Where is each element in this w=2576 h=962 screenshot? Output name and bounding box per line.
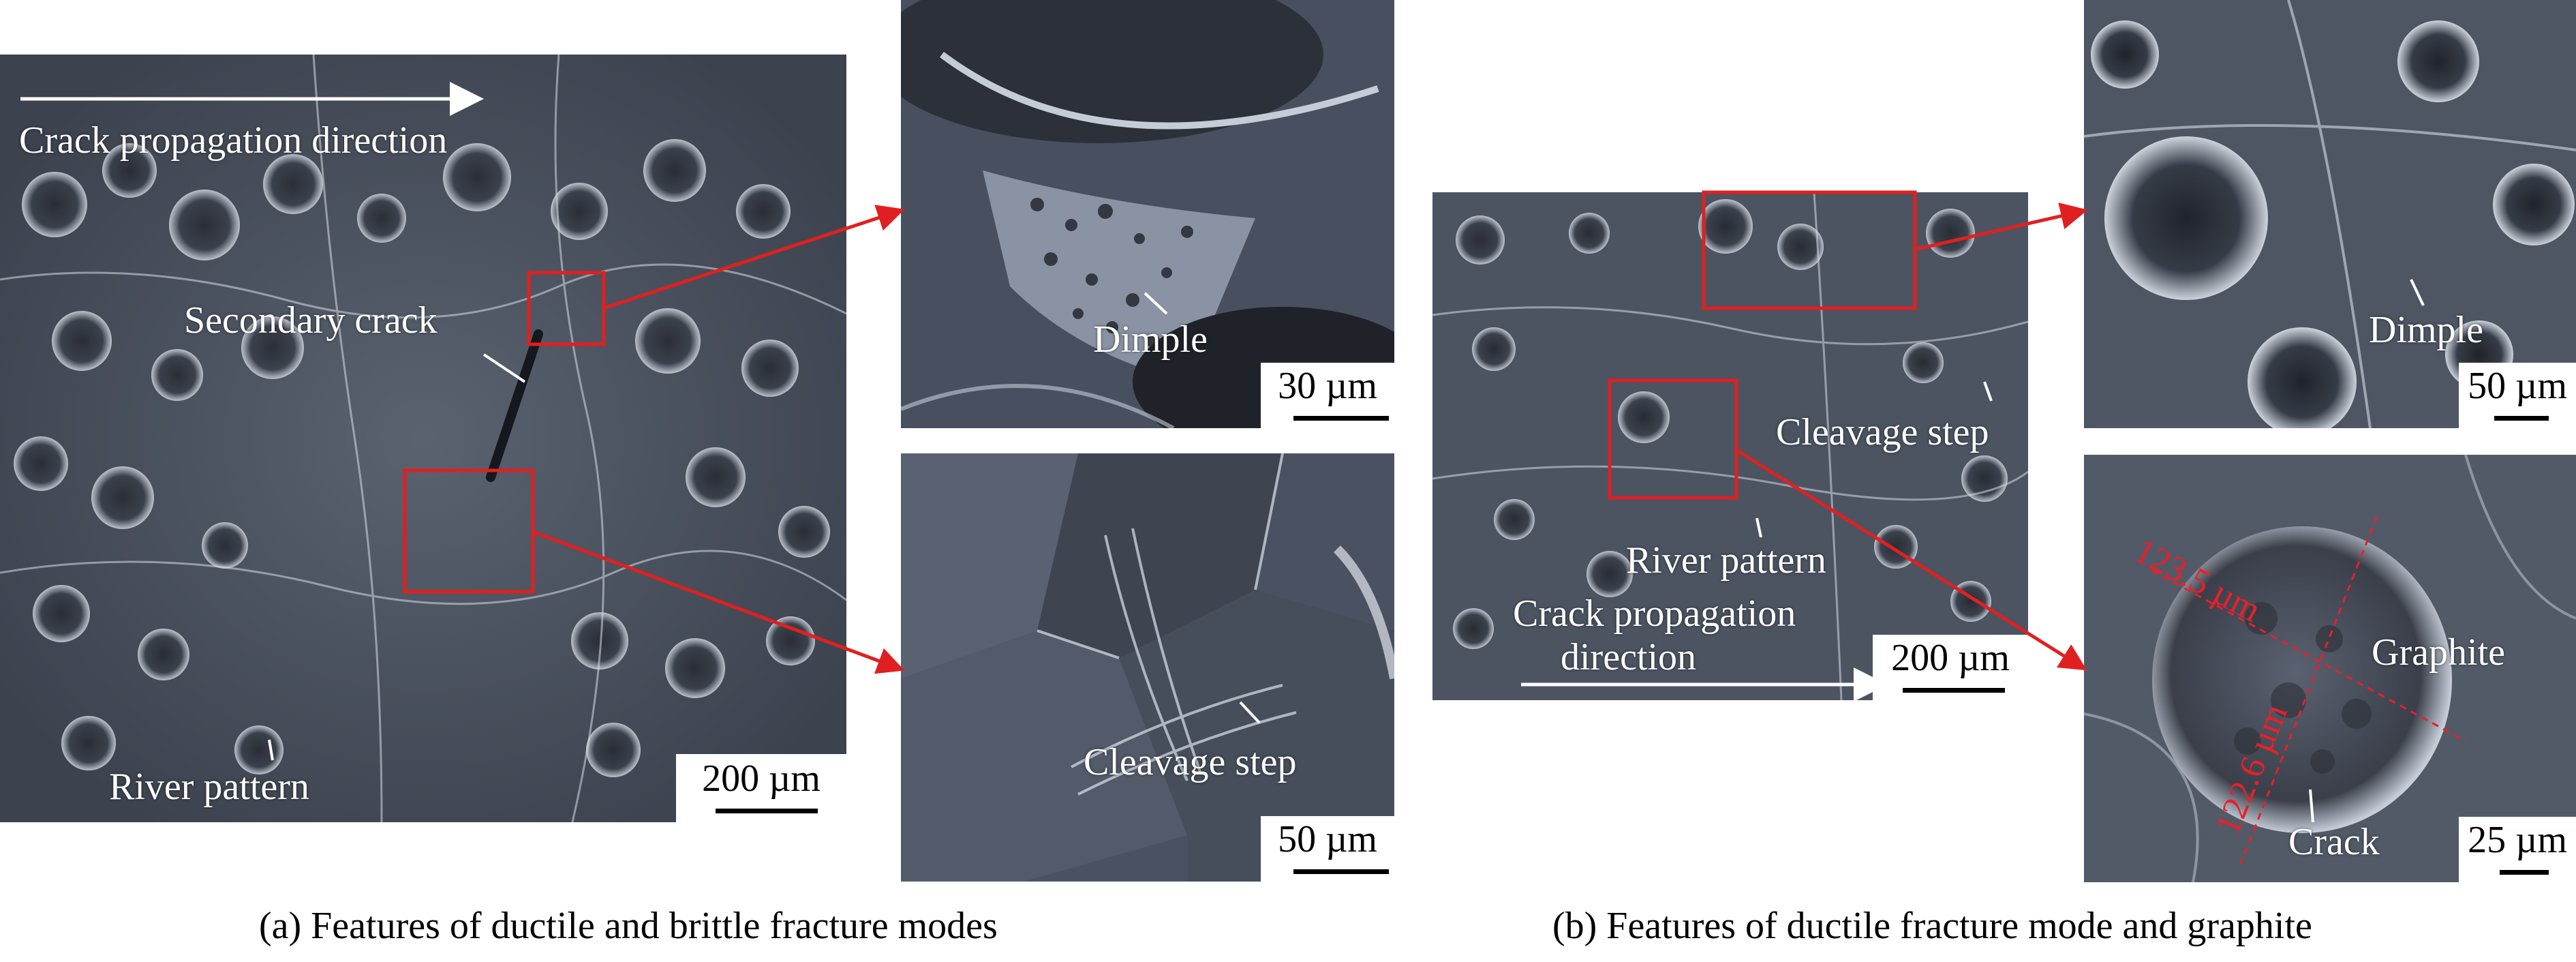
sem-texture bbox=[2084, 455, 2576, 882]
scale-bar-line bbox=[1293, 416, 1389, 421]
caption-a: (a) Features of ductile and brittle frac… bbox=[259, 905, 998, 947]
scale-bar: 30 µm bbox=[1261, 363, 1394, 428]
crack-direction-label-line2: direction bbox=[1561, 636, 1697, 678]
measure-line-2 bbox=[2239, 515, 2378, 865]
scale-bar-label: 50 µm bbox=[1278, 818, 1377, 860]
scale-bar: 25 µm bbox=[2459, 817, 2576, 882]
river-pattern-label: River pattern bbox=[1626, 539, 1826, 582]
scale-bar-label: 200 µm bbox=[1891, 637, 2010, 679]
graphite-label: Graphite bbox=[2372, 631, 2505, 674]
panel-b-main-image: Cleavage step River pattern Crack propag… bbox=[1432, 192, 2028, 700]
crack-direction-label-line1: Crack propagation bbox=[1513, 592, 1796, 635]
sem-texture bbox=[2084, 0, 2576, 428]
secondary-crack-label: Secondary crack bbox=[184, 299, 438, 342]
scale-bar: 200 µm bbox=[1873, 635, 2028, 700]
sem-texture bbox=[901, 453, 1394, 882]
scale-bar: 50 µm bbox=[1261, 816, 1394, 882]
scale-bar-line bbox=[2494, 416, 2549, 421]
panel-a-zoom-dimple: Dimple 30 µm bbox=[901, 0, 1394, 428]
cleavage-step-label: Cleavage step bbox=[1776, 411, 1989, 453]
scale-bar-label: 25 µm bbox=[2468, 819, 2567, 861]
river-pattern-label: River pattern bbox=[109, 766, 309, 808]
scale-bar-line bbox=[2500, 870, 2549, 875]
scale-bar: 50 µm bbox=[2459, 363, 2576, 428]
scale-bar-label: 30 µm bbox=[1278, 365, 1377, 407]
sem-texture bbox=[0, 55, 846, 822]
panel-b-zoom-graphite: 123.5 µm 122.6 µm Graphite Crack 25 µm bbox=[2084, 455, 2576, 882]
scale-bar: 200 µm bbox=[676, 754, 846, 822]
caption-b: (b) Features of ductile fracture mode an… bbox=[1552, 905, 2312, 947]
dimple-label: Dimple bbox=[2369, 309, 2483, 351]
scale-bar-line bbox=[716, 809, 818, 813]
sem-texture bbox=[901, 0, 1394, 428]
measure-line-1 bbox=[2151, 569, 2466, 742]
cleavage-step-label: Cleavage step bbox=[1084, 741, 1297, 783]
panel-b-zoom-dimple: Dimple 50 µm bbox=[2084, 0, 2576, 428]
scale-bar-line bbox=[1903, 688, 2005, 693]
scale-bar-label: 50 µm bbox=[2468, 365, 2567, 407]
scale-bar-label: 200 µm bbox=[702, 757, 821, 800]
panel-a-zoom-cleavage: Cleavage step 50 µm bbox=[901, 453, 1394, 882]
crack-direction-label: Crack propagation direction bbox=[19, 119, 448, 162]
panel-a-main-image: Crack propagation direction Secondary cr… bbox=[0, 55, 846, 822]
scale-bar-line bbox=[1293, 869, 1389, 874]
crack-label: Crack bbox=[2288, 821, 2380, 863]
dimple-label: Dimple bbox=[1093, 318, 1208, 361]
